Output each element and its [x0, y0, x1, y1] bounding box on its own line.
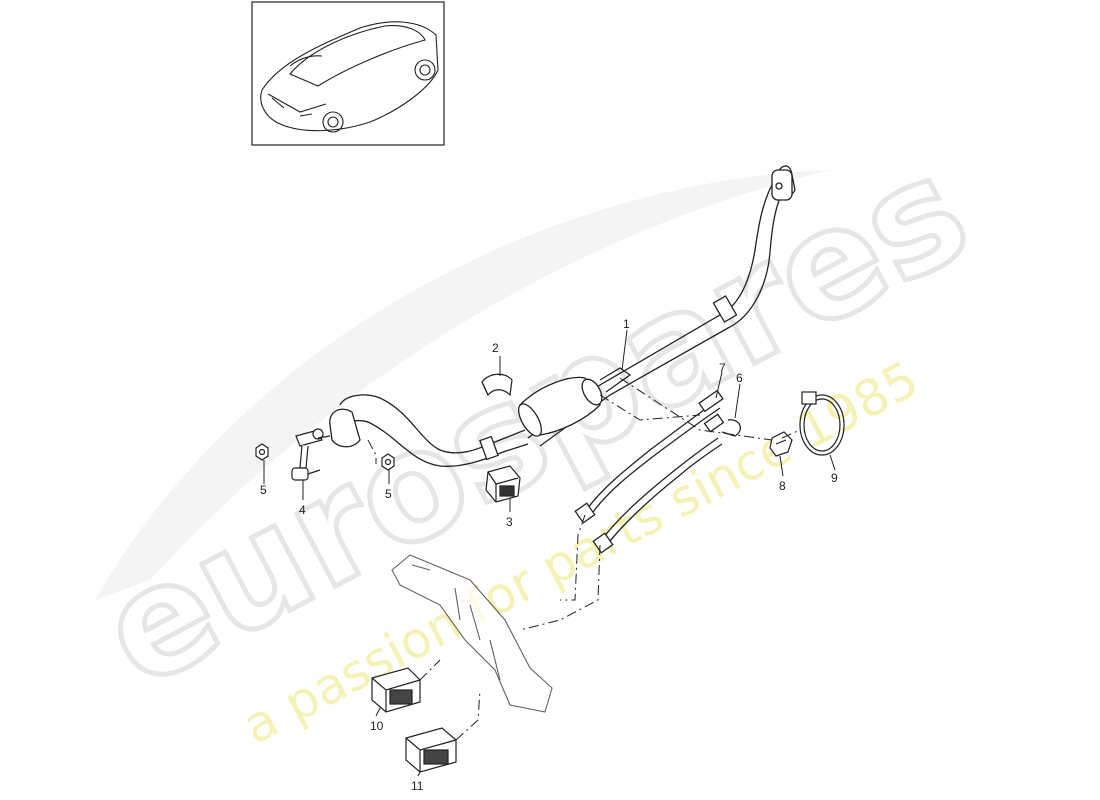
mount-part-11	[405, 727, 457, 773]
exhaust-pipe	[329, 165, 796, 467]
nut-part-5-left	[255, 443, 269, 461]
callout-5-left: 5	[260, 483, 267, 497]
callouts: 1 2 3 4 5 5 6 7 8 9 10 11	[260, 317, 838, 793]
crossmember-bracket	[391, 554, 553, 713]
clamp-shell-part-2	[481, 373, 513, 397]
watermark-swoosh	[95, 170, 830, 600]
callout-1: 1	[623, 317, 630, 331]
link-rod-part-4	[291, 428, 331, 481]
hose-part-6	[592, 413, 741, 554]
assembly-dash-lines	[367, 377, 801, 741]
car-icon	[260, 21, 439, 133]
nut-part-5-right	[381, 453, 395, 471]
callout-9: 9	[831, 471, 838, 485]
rubber-mount-part-3	[485, 465, 521, 503]
car-thumbnail	[251, 1, 445, 146]
callout-2: 2	[492, 341, 499, 355]
callout-6: 6	[736, 371, 743, 385]
watermark: eurospares a passion for parts since 198…	[73, 120, 997, 755]
callout-11: 11	[411, 779, 424, 793]
callout-5-right: 5	[385, 487, 392, 501]
clip-part-8	[769, 431, 793, 457]
callout-3: 3	[506, 515, 513, 529]
mount-part-10	[371, 667, 421, 713]
callout-8: 8	[779, 479, 786, 493]
callout-4: 4	[299, 503, 306, 517]
callout-10: 10	[370, 719, 384, 733]
callout-lines	[263, 329, 836, 777]
hose-clamp-part-9	[799, 391, 845, 456]
callout-7: 7	[719, 361, 726, 375]
